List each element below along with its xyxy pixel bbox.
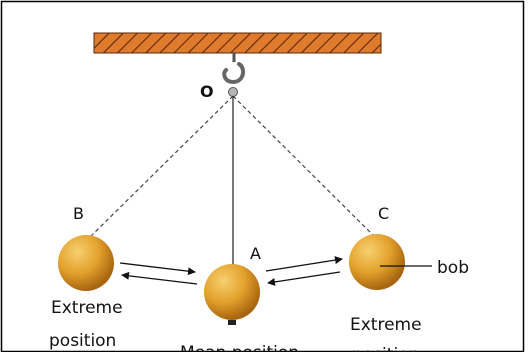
point-a-label: A bbox=[250, 244, 261, 263]
left-extreme-label-line2: position bbox=[49, 331, 116, 351]
arrow-left-to-center bbox=[119, 262, 196, 276]
right-extreme-label-line2: position bbox=[352, 345, 419, 352]
arrow-right-to-center bbox=[267, 271, 341, 286]
point-b-label: B bbox=[73, 204, 84, 223]
right-extreme-label-line1: Extreme bbox=[350, 315, 422, 335]
center-bob-hook bbox=[228, 320, 236, 325]
point-c-label: C bbox=[378, 204, 389, 223]
ceiling-support bbox=[93, 32, 382, 54]
left-extreme-label-line1: Extreme bbox=[51, 298, 123, 318]
arrow-center-to-right bbox=[265, 256, 343, 272]
hook-icon bbox=[222, 53, 246, 85]
right-dashed-string bbox=[232, 95, 379, 241]
arrow-center-to-left bbox=[121, 271, 198, 285]
left-dashed-string bbox=[86, 95, 234, 241]
left-bob bbox=[58, 235, 114, 291]
pivot-point bbox=[228, 87, 238, 97]
mean-position-label: Mean position bbox=[180, 343, 299, 352]
pivot-label: O bbox=[200, 82, 214, 101]
bob-label: bob bbox=[437, 258, 469, 278]
right-bob bbox=[349, 234, 405, 290]
center-bob bbox=[204, 264, 260, 320]
